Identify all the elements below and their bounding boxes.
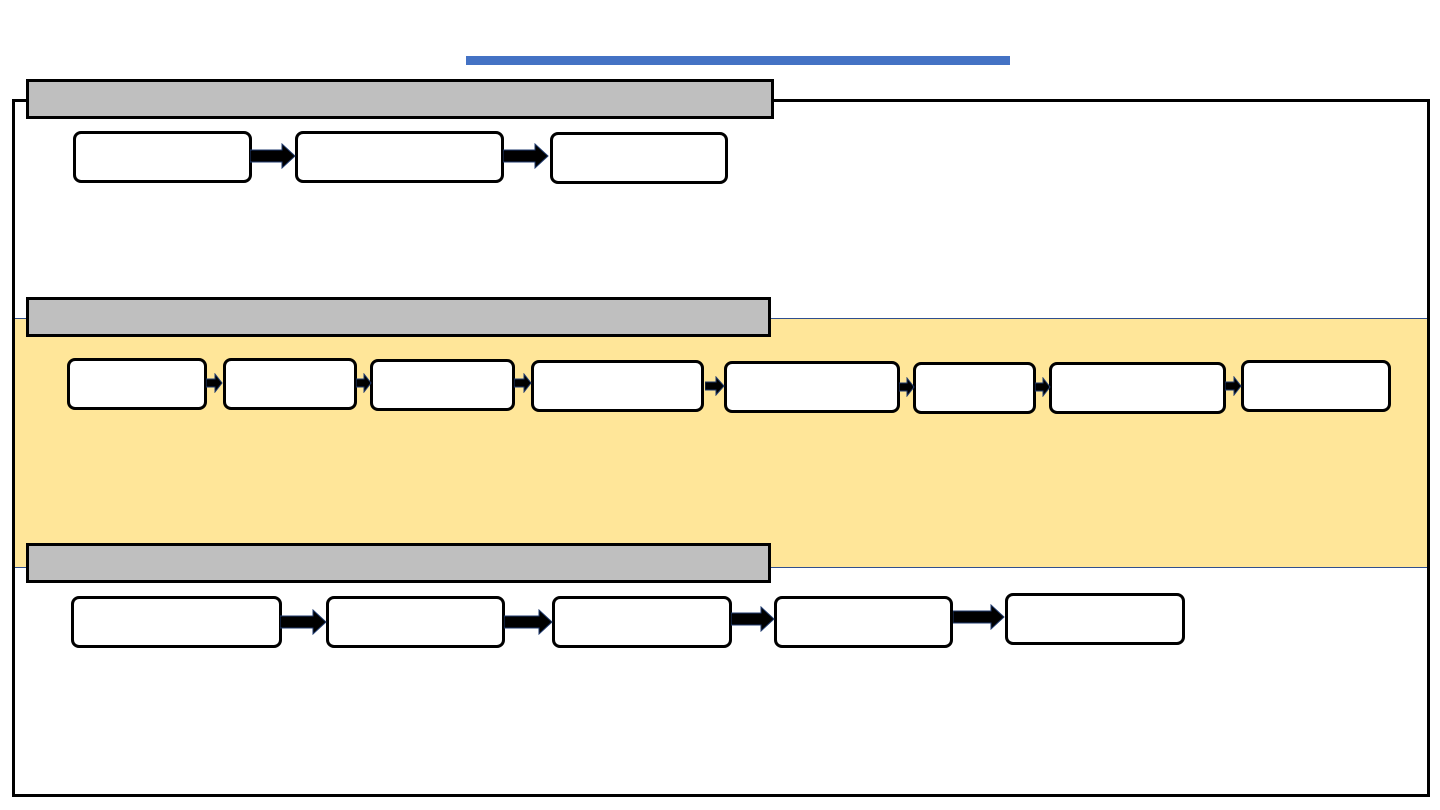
section-2-header-label	[29, 308, 39, 325]
arrow-s2-4-icon	[705, 376, 725, 396]
title-bar	[466, 56, 1010, 65]
section-1-header	[26, 79, 774, 119]
section-2-step-7	[1049, 362, 1226, 414]
arrow-s1-2-icon	[503, 143, 549, 169]
arrow-s3-4-icon	[953, 604, 1005, 630]
arrow-s3-2-icon	[504, 609, 553, 635]
arrow-s2-5-icon	[899, 377, 915, 397]
section-3-header-label	[29, 554, 39, 571]
section-3-step-4	[774, 596, 953, 648]
arrow-s3-3-icon	[731, 606, 775, 632]
section-1-step-1	[73, 131, 252, 183]
section-1-step-3	[550, 132, 728, 184]
section-2-step-4	[531, 360, 704, 412]
arrow-s2-6-icon	[1035, 377, 1051, 397]
section-2-step-8	[1241, 360, 1391, 412]
arrow-s3-1-icon	[280, 609, 327, 635]
section-2-step-3	[370, 359, 515, 411]
arrow-s2-1-icon	[206, 373, 223, 393]
section-2-step-1	[67, 358, 207, 410]
section-3-header	[26, 543, 771, 583]
section-2-step-5	[724, 361, 900, 413]
arrow-s2-7-icon	[1225, 376, 1242, 396]
section-3-step-3	[552, 596, 732, 648]
arrow-s2-2-icon	[356, 373, 372, 393]
section-2-header	[26, 297, 771, 337]
arrow-s2-3-icon	[514, 373, 532, 393]
section-3-step-2	[326, 596, 505, 648]
section-3-step-1	[71, 596, 282, 648]
section-2-step-6	[913, 362, 1036, 414]
section-1-header-label	[29, 90, 39, 107]
section-2-step-2	[223, 358, 357, 410]
highlight-band	[15, 318, 1427, 568]
section-1-step-2	[295, 131, 504, 183]
section-3-step-5	[1005, 593, 1185, 645]
arrow-s1-1-icon	[250, 143, 296, 169]
